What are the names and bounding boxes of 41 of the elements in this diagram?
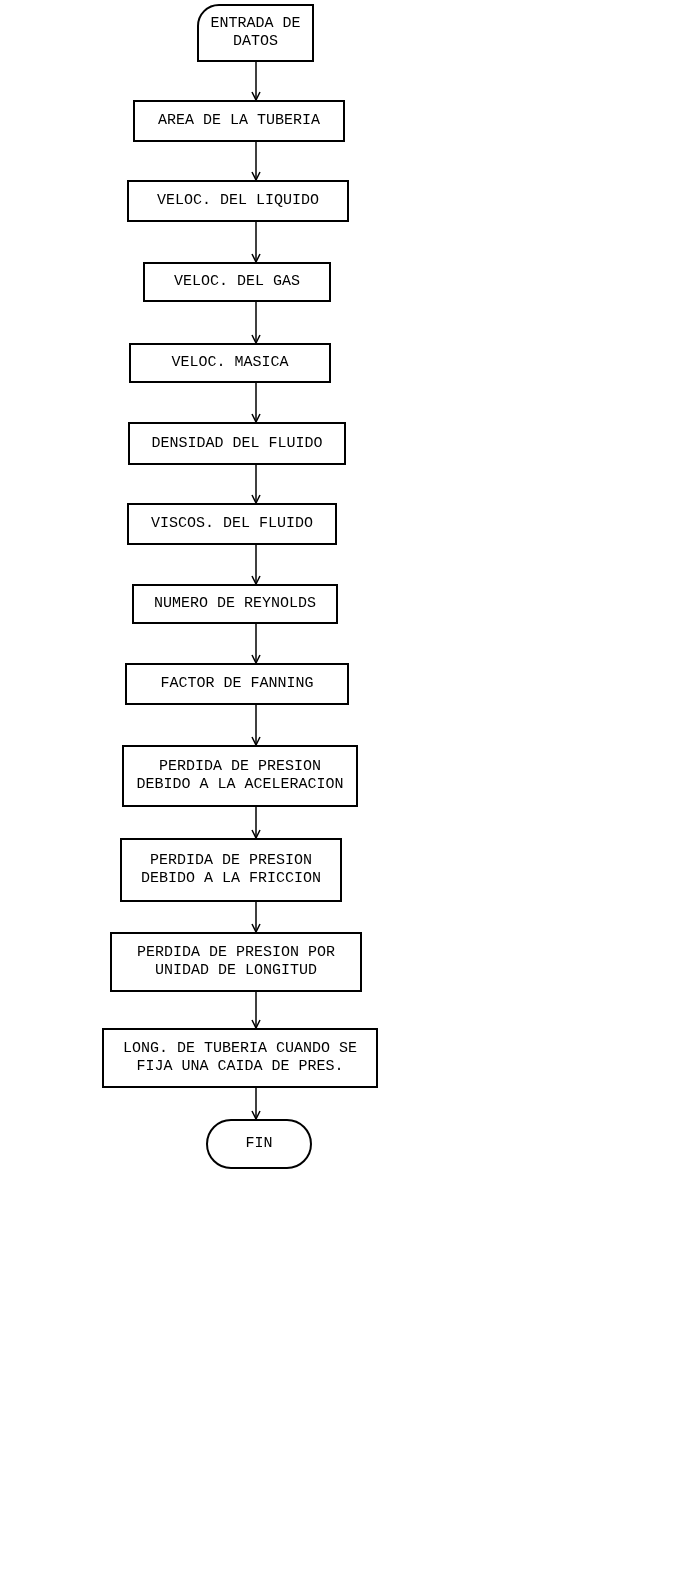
arrow (251, 301, 261, 344)
arrow (251, 61, 261, 101)
node-label: NUMERO DE REYNOLDS (154, 595, 316, 613)
process-box (102, 1028, 378, 1088)
node-label: VELOC. DEL GAS (174, 273, 300, 291)
node-label: FIN (245, 1135, 273, 1153)
node-label: VELOC. MASICA (171, 354, 289, 372)
arrow (251, 141, 261, 181)
process-box (128, 422, 346, 465)
process-box (127, 503, 337, 545)
node-label: DENSIDAD DEL FLUIDO (151, 434, 323, 453)
arrow (251, 623, 261, 664)
node-label: PERDIDA DE PRESION POR UNIDAD DE LONGITUD (135, 944, 336, 980)
process-box (133, 100, 345, 142)
process-box (129, 343, 331, 383)
process-box (110, 932, 362, 992)
process-box (122, 745, 358, 807)
node-label: VELOC. DEL LIQUIDO (157, 192, 319, 210)
arrow (251, 1087, 261, 1120)
node-label: PERDIDA DE PRESION DEBIDO A LA FRICCION (140, 852, 322, 888)
node-label: FACTOR DE FANNING (160, 675, 314, 693)
node-label: LONG. DE TUBERIA CUANDO SE FIJA UNA CAIDA DE PRES. (121, 1040, 358, 1076)
process-box (120, 838, 342, 902)
process-box (143, 262, 331, 302)
arrow (251, 382, 261, 423)
node-label: PERDIDA DE PRESION DEBIDO A LA ACELERACION (135, 758, 345, 794)
arrow (251, 464, 261, 504)
arrow (251, 544, 261, 585)
arrow (251, 221, 261, 263)
input-card (197, 4, 314, 62)
terminator-shape (206, 1119, 312, 1169)
node-label: AREA DE LA TUBERIA (158, 112, 320, 130)
process-box (132, 584, 338, 624)
arrow (251, 704, 261, 746)
node-label: ENTRADA DE DATOS (209, 15, 302, 51)
arrow (251, 991, 261, 1029)
arrow (251, 901, 261, 933)
process-box (125, 663, 349, 705)
process-box (127, 180, 349, 222)
node-label: VISCOS. DEL FLUIDO (151, 515, 313, 533)
arrow (251, 806, 261, 839)
